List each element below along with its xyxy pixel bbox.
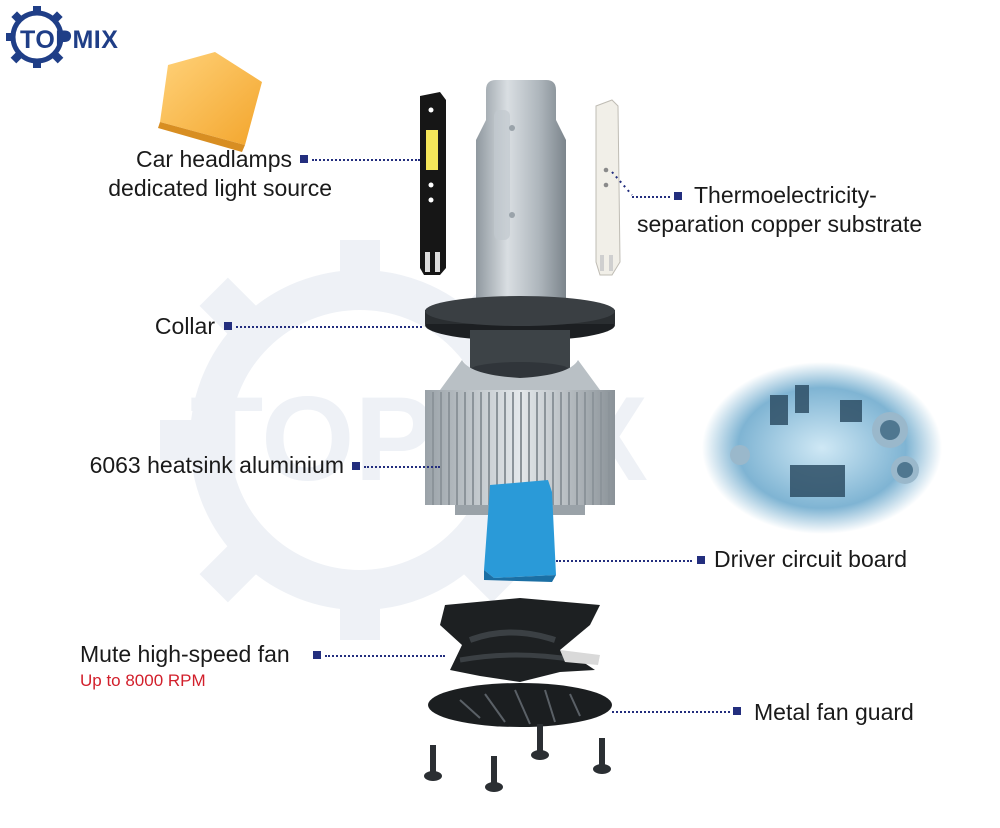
label-collar: Collar — [154, 313, 215, 339]
driver-board — [484, 480, 556, 582]
logo-text: TOPMIX — [20, 26, 119, 54]
fan — [440, 598, 600, 682]
bullet-marker — [313, 651, 321, 659]
bullet-marker — [674, 192, 682, 200]
leader-line — [236, 326, 422, 328]
gear-icon — [6, 6, 68, 68]
collar — [425, 296, 615, 378]
bulb-body — [476, 80, 566, 300]
screws — [424, 724, 611, 792]
pcb-photo — [702, 362, 942, 534]
heatsink — [425, 360, 615, 515]
copper-substrate — [595, 99, 621, 276]
led-chip — [158, 52, 262, 152]
leader-line — [364, 466, 440, 468]
bullet-marker — [300, 155, 308, 163]
leader-line — [325, 655, 445, 657]
led-strip — [420, 92, 446, 275]
label-copper-substrate-line1: Thermoelectricity- — [694, 182, 877, 208]
label-fan-guard: Metal fan guard — [754, 699, 914, 725]
leader-line — [312, 159, 420, 161]
label-copper-substrate-line2: separation copper substrate — [637, 211, 923, 237]
bullet-marker — [697, 556, 705, 564]
bullet-marker — [733, 707, 741, 715]
leader-line — [556, 560, 692, 562]
label-fan: Mute high-speed fan — [80, 641, 290, 667]
fan-guard — [428, 683, 612, 727]
label-heatsink: 6063 heatsink aluminium — [89, 452, 344, 478]
bullet-marker — [224, 322, 232, 330]
label-light-source-line2: dedicated light source — [108, 175, 332, 201]
label-driver: Driver circuit board — [714, 546, 907, 572]
label-light-source-line1: Car headlamps — [136, 146, 292, 172]
bullet-marker — [352, 462, 360, 470]
leader-line — [612, 711, 730, 713]
brand-logo: TOPMIX — [4, 4, 154, 70]
leader-line — [632, 196, 670, 198]
label-fan-speed: Up to 8000 RPM — [80, 671, 206, 690]
